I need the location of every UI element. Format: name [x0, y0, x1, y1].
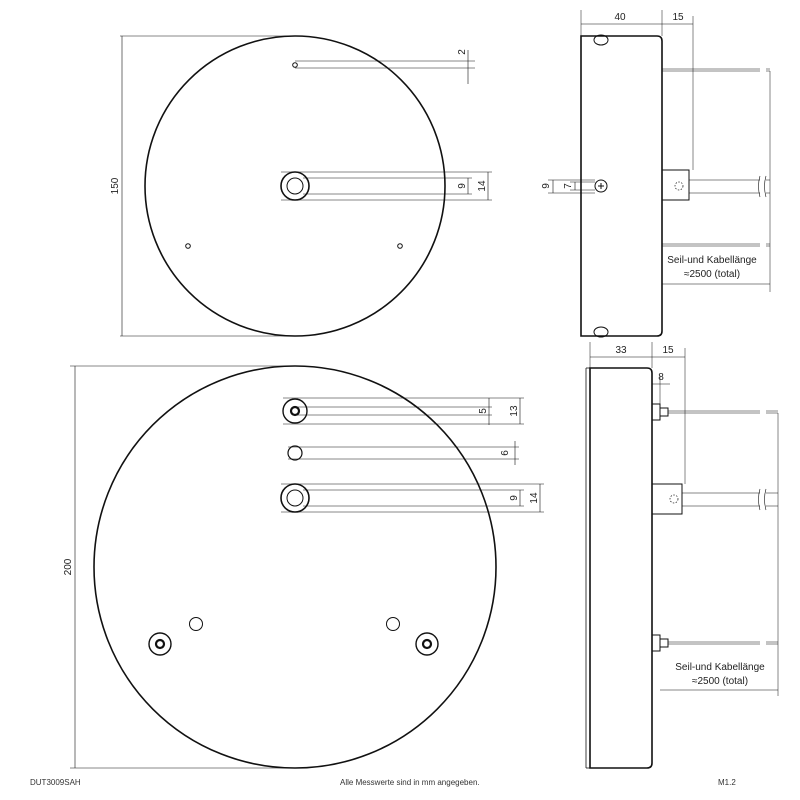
dim-inner-diameter-large: 9 — [509, 495, 520, 501]
sheet-number: M1.2 — [718, 778, 736, 787]
dim-fitting-13: 13 — [509, 405, 520, 417]
dim-screw-9: 9 — [541, 183, 552, 189]
dim-depth-small: 40 — [614, 12, 626, 23]
mount-fitting-inner-large — [289, 405, 301, 417]
top-view-small — [120, 35, 492, 337]
cable-outlet-inner-small — [286, 177, 304, 195]
canopy-outline-large — [93, 365, 497, 769]
cable-outlet-inner-large — [286, 489, 304, 507]
cable-outlet-outer-small — [280, 171, 310, 201]
cable-note-large-line1: Seil-und Kabellänge — [675, 662, 765, 673]
dim-height-small: 150 — [110, 177, 121, 194]
dim-cable-grip-small: 15 — [672, 12, 684, 23]
side-screw-small — [594, 179, 608, 193]
dim-inner-diameter-small: 9 — [457, 183, 468, 189]
side-view-small — [548, 10, 771, 338]
cable-grip-small — [661, 169, 690, 201]
screw-hole-right-large — [386, 617, 400, 631]
cable-note-large-line2: ≈2500 (total) — [692, 676, 748, 687]
mount-hole-small — [292, 62, 298, 68]
dim-outer-diameter-small: 14 — [477, 180, 488, 192]
cable-note-small-line2: ≈2500 (total) — [684, 269, 740, 280]
dim-outer-diameter-large: 14 — [529, 492, 540, 504]
suspension-left-inner — [154, 638, 166, 650]
canopy-outline-small — [144, 35, 446, 337]
mount-fitting-outer-large — [282, 398, 308, 424]
screw-hole-left-small — [185, 243, 191, 249]
top-screw-head-small — [593, 34, 609, 46]
canopy-side-large — [589, 367, 653, 769]
dim-hole-6: 6 — [500, 450, 511, 456]
suspension-left-outer — [148, 632, 172, 656]
suspension-right-outer — [415, 632, 439, 656]
dim-depth-large: 33 — [615, 345, 627, 356]
dim-height-large: 200 — [63, 558, 74, 575]
dim-cable-grip-large: 15 — [662, 345, 674, 356]
fitting-bottom — [651, 634, 661, 652]
measurement-note: Alle Messwerte sind in mm angegeben. — [340, 778, 480, 787]
bottom-screw-head-small — [593, 326, 609, 338]
cable-note-small-line1: Seil-und Kabellänge — [667, 255, 757, 266]
dim-screw-7: 7 — [563, 183, 574, 189]
canopy-side-small — [580, 35, 663, 337]
cable-outlet-outer-large — [280, 483, 310, 513]
dim-hole-offset-small: 2 — [457, 49, 468, 55]
screw-hole-left-large — [189, 617, 203, 631]
dim-fitting-5: 5 — [478, 408, 489, 414]
article-number: DUT3009SAH — [30, 778, 81, 787]
suspension-right-inner — [421, 638, 433, 650]
top-view-large — [70, 365, 544, 769]
dim-fitting-8: 8 — [658, 372, 664, 383]
cable-grip-large — [651, 483, 683, 515]
fitting-top — [651, 403, 661, 421]
side-view-large — [585, 342, 779, 769]
screw-hole-right-small — [397, 243, 403, 249]
center-hole-large — [287, 445, 303, 461]
